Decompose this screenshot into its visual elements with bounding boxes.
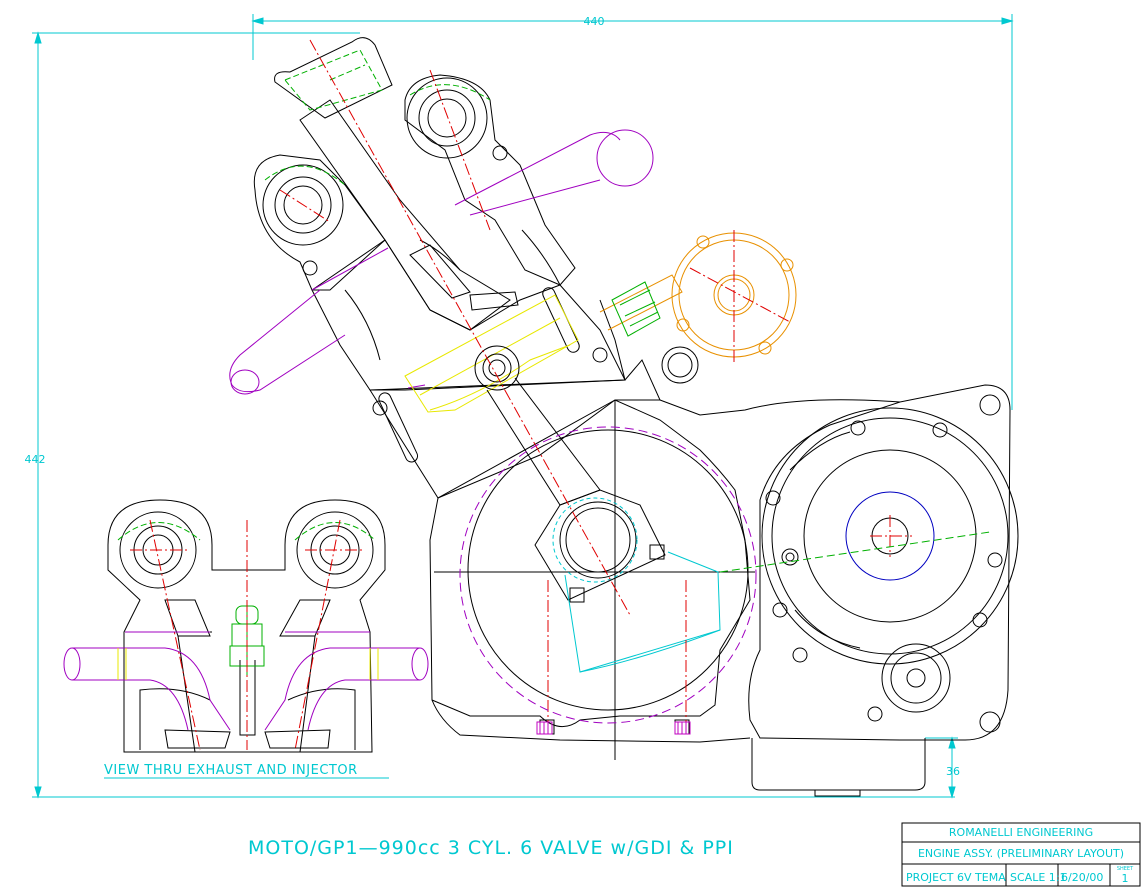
gear-train-line xyxy=(719,531,991,573)
piston xyxy=(404,294,579,413)
side-view-valves xyxy=(117,522,376,541)
crank-circle xyxy=(459,426,757,724)
title-block-frame xyxy=(901,822,1141,887)
intake-runners xyxy=(229,129,654,395)
title-block-sheet-label: SHEET xyxy=(1117,866,1134,872)
crank-assembly xyxy=(429,345,755,760)
drawing-title: MOTO/GP1—990cc 3 CYL. 6 VALVE w/GDI & PP… xyxy=(248,837,734,859)
width-dimension: 440 xyxy=(584,15,605,28)
title-block-sheet-number: 1 xyxy=(1122,872,1129,885)
title-block-scale: SCALE 1:1 xyxy=(1010,871,1066,884)
title-block-date: 6/20/00 xyxy=(1061,871,1103,884)
side-view-centerlines xyxy=(130,519,365,751)
gear-inner xyxy=(845,491,935,581)
cylinder-head xyxy=(253,37,661,499)
injector-body xyxy=(611,281,661,337)
title-block-description: ENGINE ASSY. (PRELIMINARY LAYOUT) xyxy=(918,847,1124,860)
crank-web xyxy=(552,497,721,673)
sump-dimension: 36 xyxy=(946,765,960,778)
title-block-project: PROJECT 6V TEMA xyxy=(906,871,1006,884)
height-dimension: 442 xyxy=(25,453,46,466)
centerlines xyxy=(279,39,912,722)
title-block-company: ROMANELLI ENGINEERING xyxy=(949,826,1093,839)
injector-gear xyxy=(599,232,797,358)
sump-bolts xyxy=(536,721,691,735)
view-label: VIEW THRU EXHAUST AND INJECTOR xyxy=(104,763,358,778)
side-view-exhaust xyxy=(63,631,429,731)
side-view-yellow xyxy=(117,648,379,680)
valves xyxy=(264,49,491,186)
dimension-lines xyxy=(32,14,1014,799)
